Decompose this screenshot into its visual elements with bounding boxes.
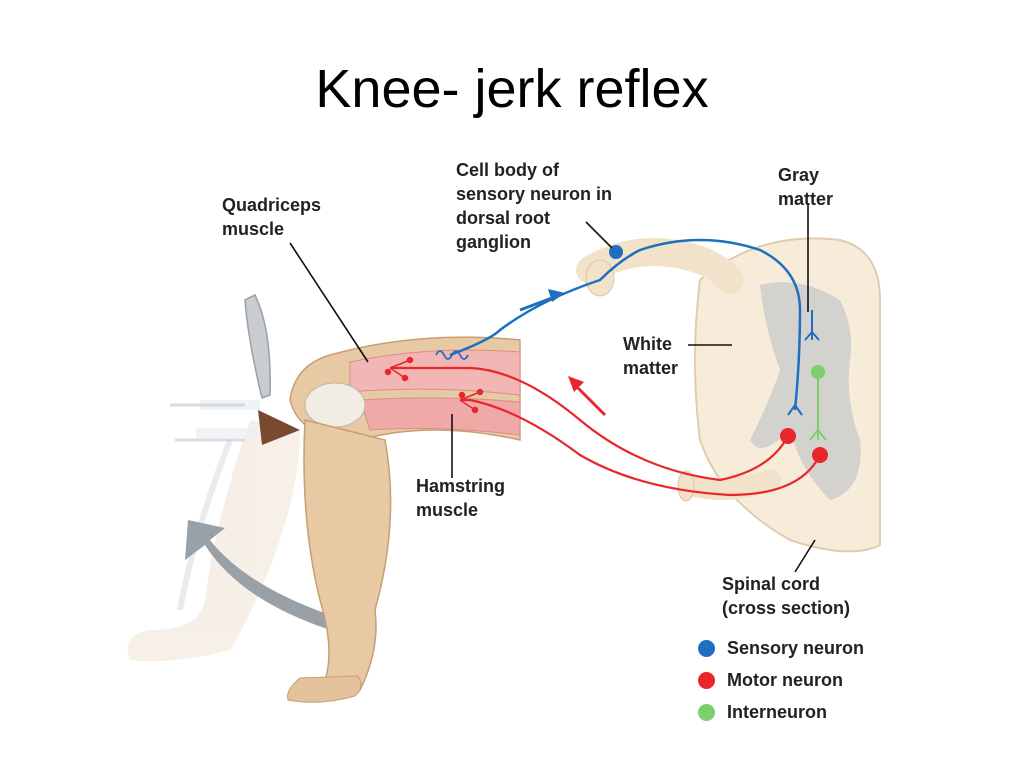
curved-arrow-icon <box>185 520 330 630</box>
legend-item-motor: Motor neuron <box>698 664 864 696</box>
lower-leg <box>288 419 392 702</box>
label-quadriceps: Quadriceps muscle <box>222 195 322 239</box>
motor-neuron-path-1 <box>390 366 789 482</box>
motor-end-plates <box>384 356 484 414</box>
quadriceps-muscle <box>349 349 521 396</box>
motor-neuron-path-2 <box>460 398 821 497</box>
label-hamstring: Hamstring muscle <box>416 476 506 520</box>
label-cell-body: Cell body of sensory neuron in dorsal ro… <box>456 160 613 252</box>
reflex-hammer-icon <box>170 293 300 445</box>
label-spinal-cord: Spinal cord (cross section) <box>722 574 851 618</box>
interneuron-cell-body <box>811 365 825 379</box>
legend-item-sensory: Sensory neuron <box>698 632 864 664</box>
stretch-receptor <box>435 350 469 360</box>
legend-item-interneuron: Interneuron <box>698 696 864 728</box>
ghost-leg <box>127 420 300 662</box>
hamstring-muscle <box>359 397 521 436</box>
spinal-cord <box>576 237 881 553</box>
label-white-matter: White matter <box>623 334 679 378</box>
sensory-neuron-path <box>449 238 802 411</box>
sensory-arrow <box>548 289 565 302</box>
leader-lines <box>289 205 816 573</box>
sensory-dot-icon <box>698 639 715 657</box>
sensory-cell-body <box>609 245 623 259</box>
knee-joint <box>304 382 366 428</box>
interneuron-dot-icon <box>698 703 715 721</box>
legend: Sensory neuron Motor neuron Interneuron <box>698 632 864 728</box>
label-gray-matter: Gray matter <box>778 165 834 209</box>
gray-matter <box>750 282 861 500</box>
motor-arrow <box>568 376 584 392</box>
foot <box>287 675 362 703</box>
slide-title: Knee- jerk reflex <box>315 59 709 119</box>
motor-dot-icon <box>698 671 715 689</box>
